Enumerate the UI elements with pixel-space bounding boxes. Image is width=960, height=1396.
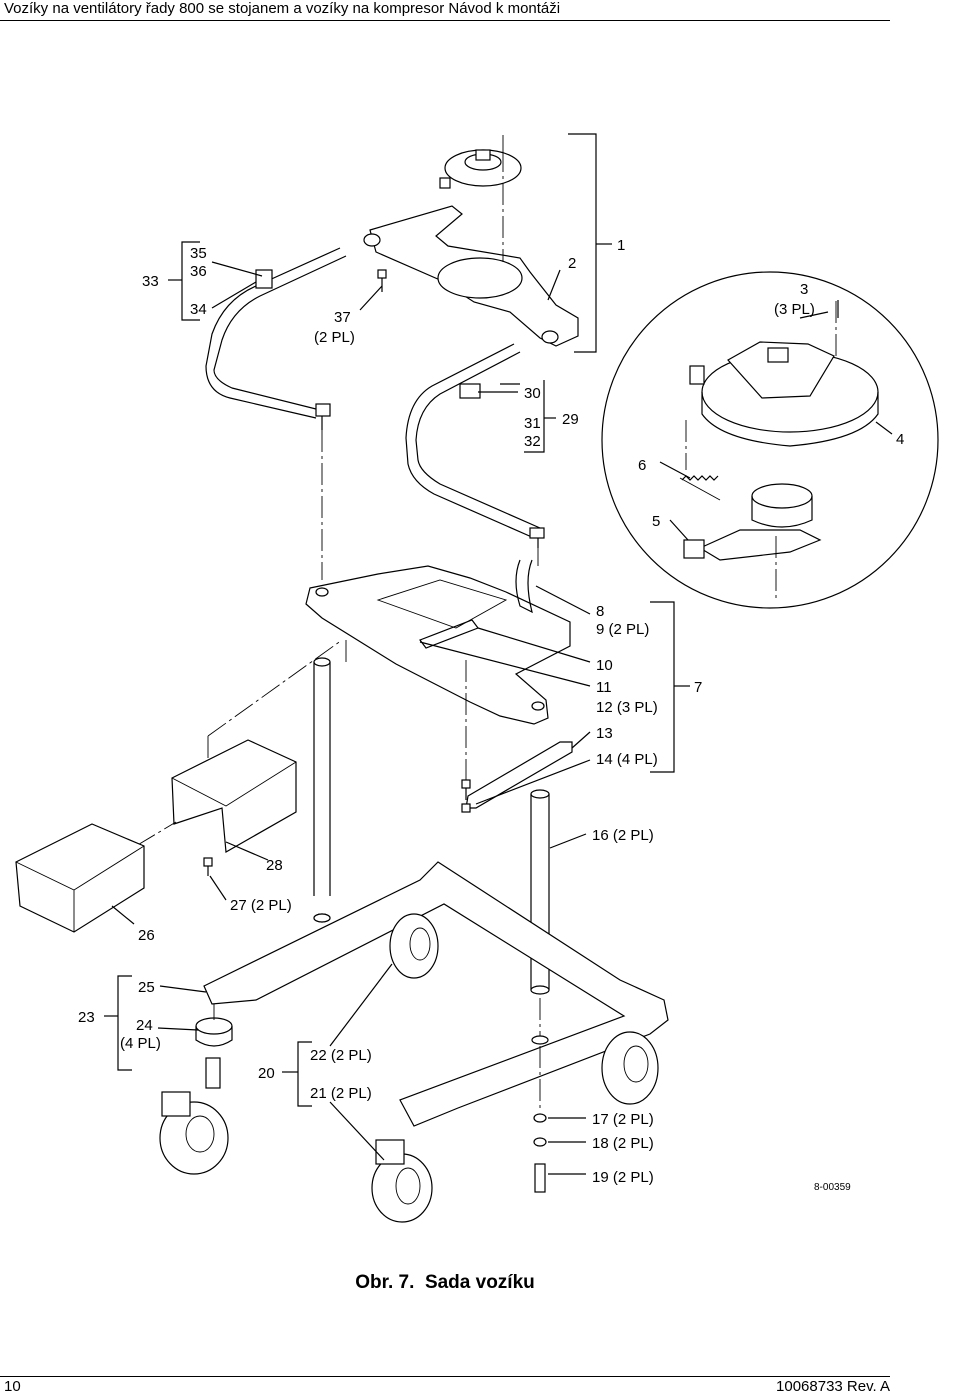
callout-1: 1 [617,237,625,254]
callout-37: 37 [334,309,351,326]
callout-28: 28 [266,857,283,874]
caster-left [159,1057,229,1175]
callout-17: 17 (2 PL) [592,1111,654,1128]
handle-arm-upper [205,247,347,430]
callout-6: 6 [638,457,646,474]
caster-front [371,1139,433,1223]
callout-3-qty: (3 PL) [774,301,815,318]
hardware-stack [533,1113,547,1193]
footer-rule [0,1376,890,1377]
caption-title: Sada vozíku [424,1272,535,1293]
caption-number: Obr. 7. [355,1272,415,1293]
callout-24: 24 [136,1017,153,1034]
callout-19: 19 (2 PL) [592,1169,654,1186]
callout-24-qty: (4 PL) [120,1035,161,1052]
callout-25: 25 [138,979,155,996]
top-tray-arm [363,205,579,347]
box-mount [171,739,297,853]
detail-circle [601,271,939,609]
figure-caption: Obr. 7. Sada vozíku [0,1272,890,1294]
callout-14: 14 (4 PL) [596,751,658,768]
screw-14 [461,779,471,813]
callout-13: 13 [596,725,613,742]
screw-37 [377,269,387,292]
callout-22: 22 (2 PL) [310,1047,372,1064]
callout-23: 23 [78,1009,95,1026]
storage-bin [15,823,145,933]
callout-30: 30 [524,385,541,402]
cart-tray [305,559,571,725]
pole-left [313,657,331,923]
caster-rear-right [601,1031,659,1105]
callout-35: 35 [190,245,207,262]
callout-16: 16 (2 PL) [592,827,654,844]
leader-lines [104,133,893,1175]
callout-27: 27 (2 PL) [230,897,292,914]
figure-id: 8-00359 [814,1182,851,1193]
callout-29: 29 [562,411,579,428]
base-frame [203,861,669,1127]
callout-20: 20 [258,1065,275,1082]
callout-21: 21 (2 PL) [310,1085,372,1102]
callout-2: 2 [568,255,576,272]
callout-32: 32 [524,433,541,450]
callout-4: 4 [896,431,904,448]
callout-26: 26 [138,927,155,944]
callout-34: 34 [190,301,207,318]
page-number: 10 [4,1378,21,1395]
callout-18: 18 (2 PL) [592,1135,654,1152]
callout-9: 9 (2 PL) [596,621,649,638]
callout-36: 36 [190,263,207,280]
callout-7: 7 [694,679,702,696]
callout-11: 11 [596,679,612,696]
callout-8: 8 [596,603,604,620]
header-title: Vozíky na ventilátory řady 800 se stojan… [4,0,561,17]
header-rule [0,20,890,21]
document-revision: 10068733 Rev. A [776,1378,890,1395]
callout-3: 3 [800,281,808,298]
caster-rear-left [389,913,439,979]
handle-arm-lower [405,343,545,548]
callout-12: 12 (3 PL) [596,699,658,716]
mount-disk [439,135,522,189]
callout-37-qty: (2 PL) [314,329,355,346]
screw-27 [203,857,213,876]
callout-10: 10 [596,657,613,674]
tray-bracket [465,741,573,809]
leveling-pad-24 [195,1017,233,1047]
callout-33: 33 [142,273,159,290]
callout-5: 5 [652,513,660,530]
callout-31: 31 [524,415,541,432]
